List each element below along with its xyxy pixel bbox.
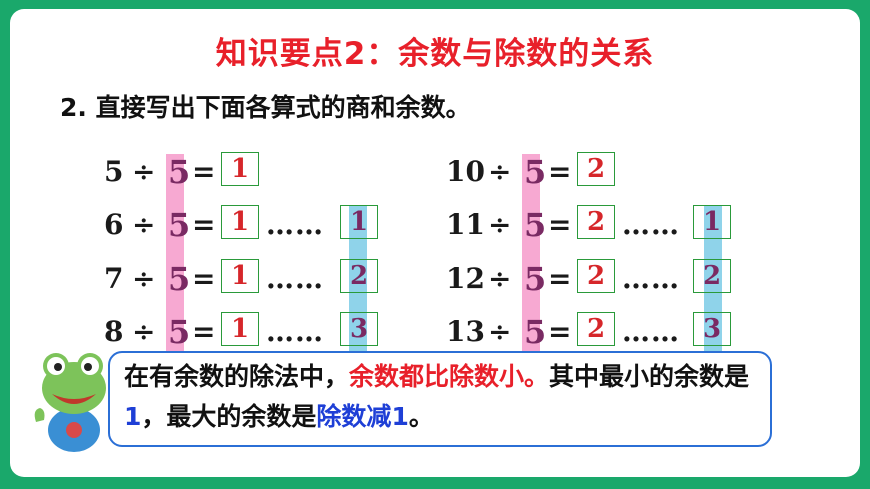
remainder-highlight-right <box>704 205 722 354</box>
remainder-highlight-left <box>349 205 367 354</box>
dividend: 6 <box>104 208 124 241</box>
remainder-box: 2 <box>693 259 731 293</box>
bubble-part5: 除数减 <box>316 402 392 431</box>
remainder-box: 3 <box>340 312 378 346</box>
dividend: 13 <box>446 315 485 348</box>
divide-sign: ÷ <box>132 155 156 188</box>
quotient-box: 1 <box>221 152 259 186</box>
bubble-part5-value: 1 <box>391 402 409 431</box>
dividend: 5 <box>104 155 124 188</box>
equals-sign: = <box>192 262 216 295</box>
remainder-dots: …… <box>622 315 680 348</box>
divisor: 5 <box>168 153 191 191</box>
divide-sign: ÷ <box>488 262 512 295</box>
remainder-box: 3 <box>693 312 731 346</box>
remainder-dots: …… <box>266 262 324 295</box>
equals-sign: = <box>548 155 572 188</box>
remainder-dots: …… <box>622 208 680 241</box>
equals-sign: = <box>192 155 216 188</box>
quotient-box: 1 <box>221 205 259 239</box>
dividend: 11 <box>446 208 485 241</box>
bubble-part2: 余数都比除数小。 <box>349 362 550 391</box>
page-title: 知识要点2：余数与除数的关系 <box>215 36 655 72</box>
divisor: 5 <box>524 206 547 244</box>
quotient-box: 2 <box>577 259 615 293</box>
dividend: 10 <box>446 155 485 188</box>
divide-sign: ÷ <box>132 262 156 295</box>
divisor-highlight-left <box>166 154 184 354</box>
quotient-box: 2 <box>577 152 615 186</box>
bubble-min-value: 1 <box>124 402 142 431</box>
bubble-part1: 在有余数的除法中， <box>124 362 350 391</box>
bubble-part4: ，最大的余数是 <box>141 402 317 431</box>
remainder-box: 1 <box>693 205 731 239</box>
bubble-text: 在有余数的除法中，余数都比除数小。其中最小的余数是1，最大的余数是除数减1。 <box>124 357 764 437</box>
divide-sign: ÷ <box>488 315 512 348</box>
speech-bubble <box>108 351 772 447</box>
divisor: 5 <box>168 260 191 298</box>
bubble-part6: 。 <box>408 402 434 431</box>
quotient-box: 2 <box>577 205 615 239</box>
equals-sign: = <box>548 262 572 295</box>
dividend: 12 <box>446 262 485 295</box>
divide-sign: ÷ <box>488 155 512 188</box>
quotient-box: 1 <box>221 259 259 293</box>
equals-sign: = <box>192 208 216 241</box>
divide-sign: ÷ <box>132 208 156 241</box>
equals-sign: = <box>548 315 572 348</box>
divisor: 5 <box>524 260 547 298</box>
divide-sign: ÷ <box>488 208 512 241</box>
divide-sign: ÷ <box>132 315 156 348</box>
question-text: 2. 直接写出下面各算式的商和余数。 <box>60 93 471 122</box>
remainder-dots: …… <box>266 315 324 348</box>
frog-mascot-icon <box>34 353 106 452</box>
dividend: 7 <box>104 262 124 295</box>
bubble-part3: 其中最小的余数是 <box>549 362 750 391</box>
divisor-highlight-right <box>522 154 540 354</box>
remainder-box: 1 <box>340 205 378 239</box>
equals-sign: = <box>192 315 216 348</box>
remainder-box: 2 <box>340 259 378 293</box>
equals-sign: = <box>548 208 572 241</box>
divisor: 5 <box>524 313 547 351</box>
divisor: 5 <box>168 206 191 244</box>
remainder-dots: …… <box>622 262 680 295</box>
quotient-box: 2 <box>577 312 615 346</box>
divisor: 5 <box>168 313 191 351</box>
divisor: 5 <box>524 153 547 191</box>
remainder-dots: …… <box>266 208 324 241</box>
dividend: 8 <box>104 315 124 348</box>
quotient-box: 1 <box>221 312 259 346</box>
